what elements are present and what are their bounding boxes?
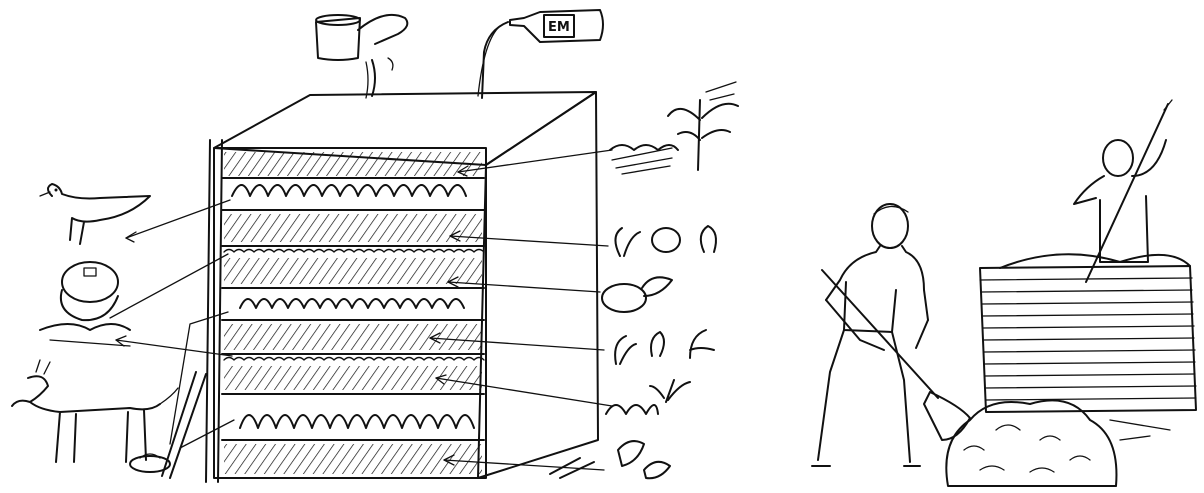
compost-pile xyxy=(206,92,598,482)
small-plants-icon xyxy=(615,226,716,256)
layer-twigs xyxy=(224,444,482,474)
vegetable-scraps-icon xyxy=(602,277,672,312)
grass-clump-icon xyxy=(606,380,690,414)
layer-kitchen-scraps xyxy=(222,299,484,320)
watering-can-icon xyxy=(316,15,407,98)
seedlings-icon xyxy=(615,330,714,364)
cooking-pot-icon xyxy=(40,262,130,346)
twigs-leaves-icon xyxy=(550,441,670,478)
layer-soil-ash xyxy=(222,250,484,289)
layer-manure-3 xyxy=(222,415,484,440)
goat-icon xyxy=(12,360,178,462)
right-arrows xyxy=(430,150,612,470)
layer-straw xyxy=(222,152,484,178)
layer-manure xyxy=(222,185,484,210)
em-bottle-label: EM xyxy=(548,20,570,35)
woman-with-fork xyxy=(1074,140,1166,262)
man-with-shovel xyxy=(812,204,928,466)
layer-green-leaves xyxy=(222,214,484,246)
tall-grass-icon xyxy=(668,82,738,170)
dry-straw-icon xyxy=(610,145,678,174)
em-bottle-icon: EM xyxy=(478,10,603,98)
compost-heap-icon xyxy=(946,400,1170,486)
left-arrows xyxy=(110,200,234,448)
